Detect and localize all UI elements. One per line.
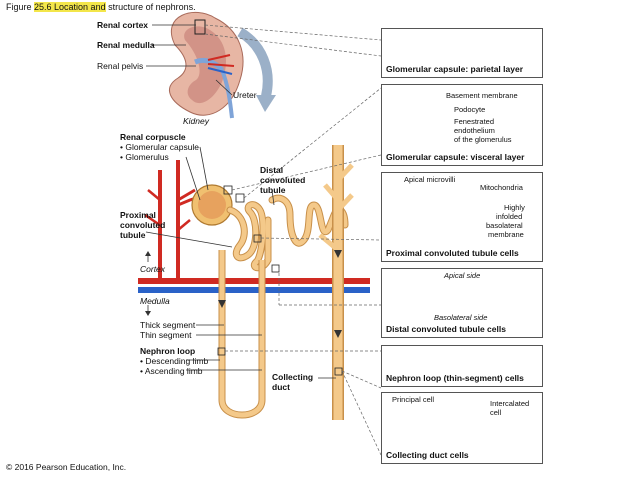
label-ascending-limb: • Ascending limb	[140, 366, 203, 376]
label-apical-side: Apical side	[444, 271, 481, 280]
label-medulla: Medulla	[140, 296, 170, 306]
label-glomerulus: • Glomerulus	[120, 152, 169, 162]
label-renal-pelvis: Renal pelvis	[97, 61, 144, 71]
label-renal-medulla: Renal medulla	[97, 40, 155, 50]
label-intercalated-2: cell	[490, 408, 502, 417]
copyright: © 2016 Pearson Education, Inc.	[6, 462, 127, 472]
label-principal-cell: Principal cell	[392, 395, 435, 404]
label-fenestrated-2: endothelium	[454, 126, 495, 135]
label-distal-2: convoluted	[260, 175, 306, 185]
label-infolded-3: basolateral	[486, 221, 523, 230]
label-mitochondria: Mitochondria	[480, 183, 523, 192]
label-proximal-2: convoluted	[120, 220, 166, 230]
panel-visceral-layer: Basement membrane Podocyte Fenestrated e…	[381, 84, 543, 166]
label-infolded-1: Highly	[504, 203, 525, 212]
label-collecting-2: duct	[272, 382, 290, 392]
label-collecting-1: Collecting	[272, 372, 314, 382]
label-apical-microvilli: Apical microvilli	[404, 175, 456, 184]
label-renal-corpuscle: Renal corpuscle	[120, 132, 186, 142]
panel-proximal-caption: Proximal convoluted tubule cells	[386, 248, 519, 258]
panel-collecting-cells: Principal cell Intercalated cell Collect…	[381, 392, 543, 464]
kidney-illustration	[169, 11, 244, 119]
label-podocyte: Podocyte	[454, 105, 486, 114]
label-basolateral-side: Basolateral side	[434, 313, 488, 322]
label-proximal-3: tubule	[120, 230, 146, 240]
panel-proximal-cells: Apical microvilli Mitochondria Highly in…	[381, 172, 543, 262]
label-glomerular-capsule: • Glomerular capsule	[120, 142, 200, 152]
label-infolded-2: infolded	[496, 212, 523, 221]
panel-distal-caption: Distal convoluted tubule cells	[386, 324, 506, 334]
label-distal-1: Distal	[260, 165, 284, 175]
label-thick-segment: Thick segment	[140, 320, 196, 330]
panel-parietal-layer: Glomerular capsule: parietal layer	[381, 28, 543, 78]
panel-collecting-caption: Collecting duct cells	[386, 450, 469, 460]
figure-number-highlight: 25.6 Location and	[34, 2, 106, 12]
label-infolded-4: membrane	[488, 230, 524, 239]
figure-title: Figure 25.6 Location and structure of ne…	[6, 2, 196, 12]
label-ureter: Ureter	[233, 90, 257, 100]
label-fenestrated-1: Fenestrated	[454, 117, 495, 126]
label-renal-cortex: Renal cortex	[97, 20, 149, 30]
label-descending-limb: • Descending limb	[140, 356, 209, 366]
label-fenestrated-3: of the glomerulus	[454, 135, 512, 144]
label-cortex: Cortex	[140, 264, 166, 274]
label-distal-3: tubule	[260, 185, 286, 195]
panel-distal-cells: Apical side Basolateral side Distal conv…	[381, 268, 543, 338]
label-nephron-loop: Nephron loop	[140, 346, 196, 356]
panel-loop-caption: Nephron loop (thin-segment) cells	[386, 373, 524, 383]
label-kidney: Kidney	[183, 116, 209, 126]
label-basement-membrane: Basement membrane	[446, 91, 518, 100]
panel-parietal-caption: Glomerular capsule: parietal layer	[386, 64, 524, 74]
label-thin-segment: Thin segment	[140, 330, 192, 340]
label-proximal-1: Proximal	[120, 210, 156, 220]
panel-loop-cells: Nephron loop (thin-segment) cells	[381, 345, 543, 387]
panel-visceral-caption: Glomerular capsule: visceral layer	[386, 152, 525, 162]
label-intercalated-1: Intercalated	[490, 399, 530, 408]
